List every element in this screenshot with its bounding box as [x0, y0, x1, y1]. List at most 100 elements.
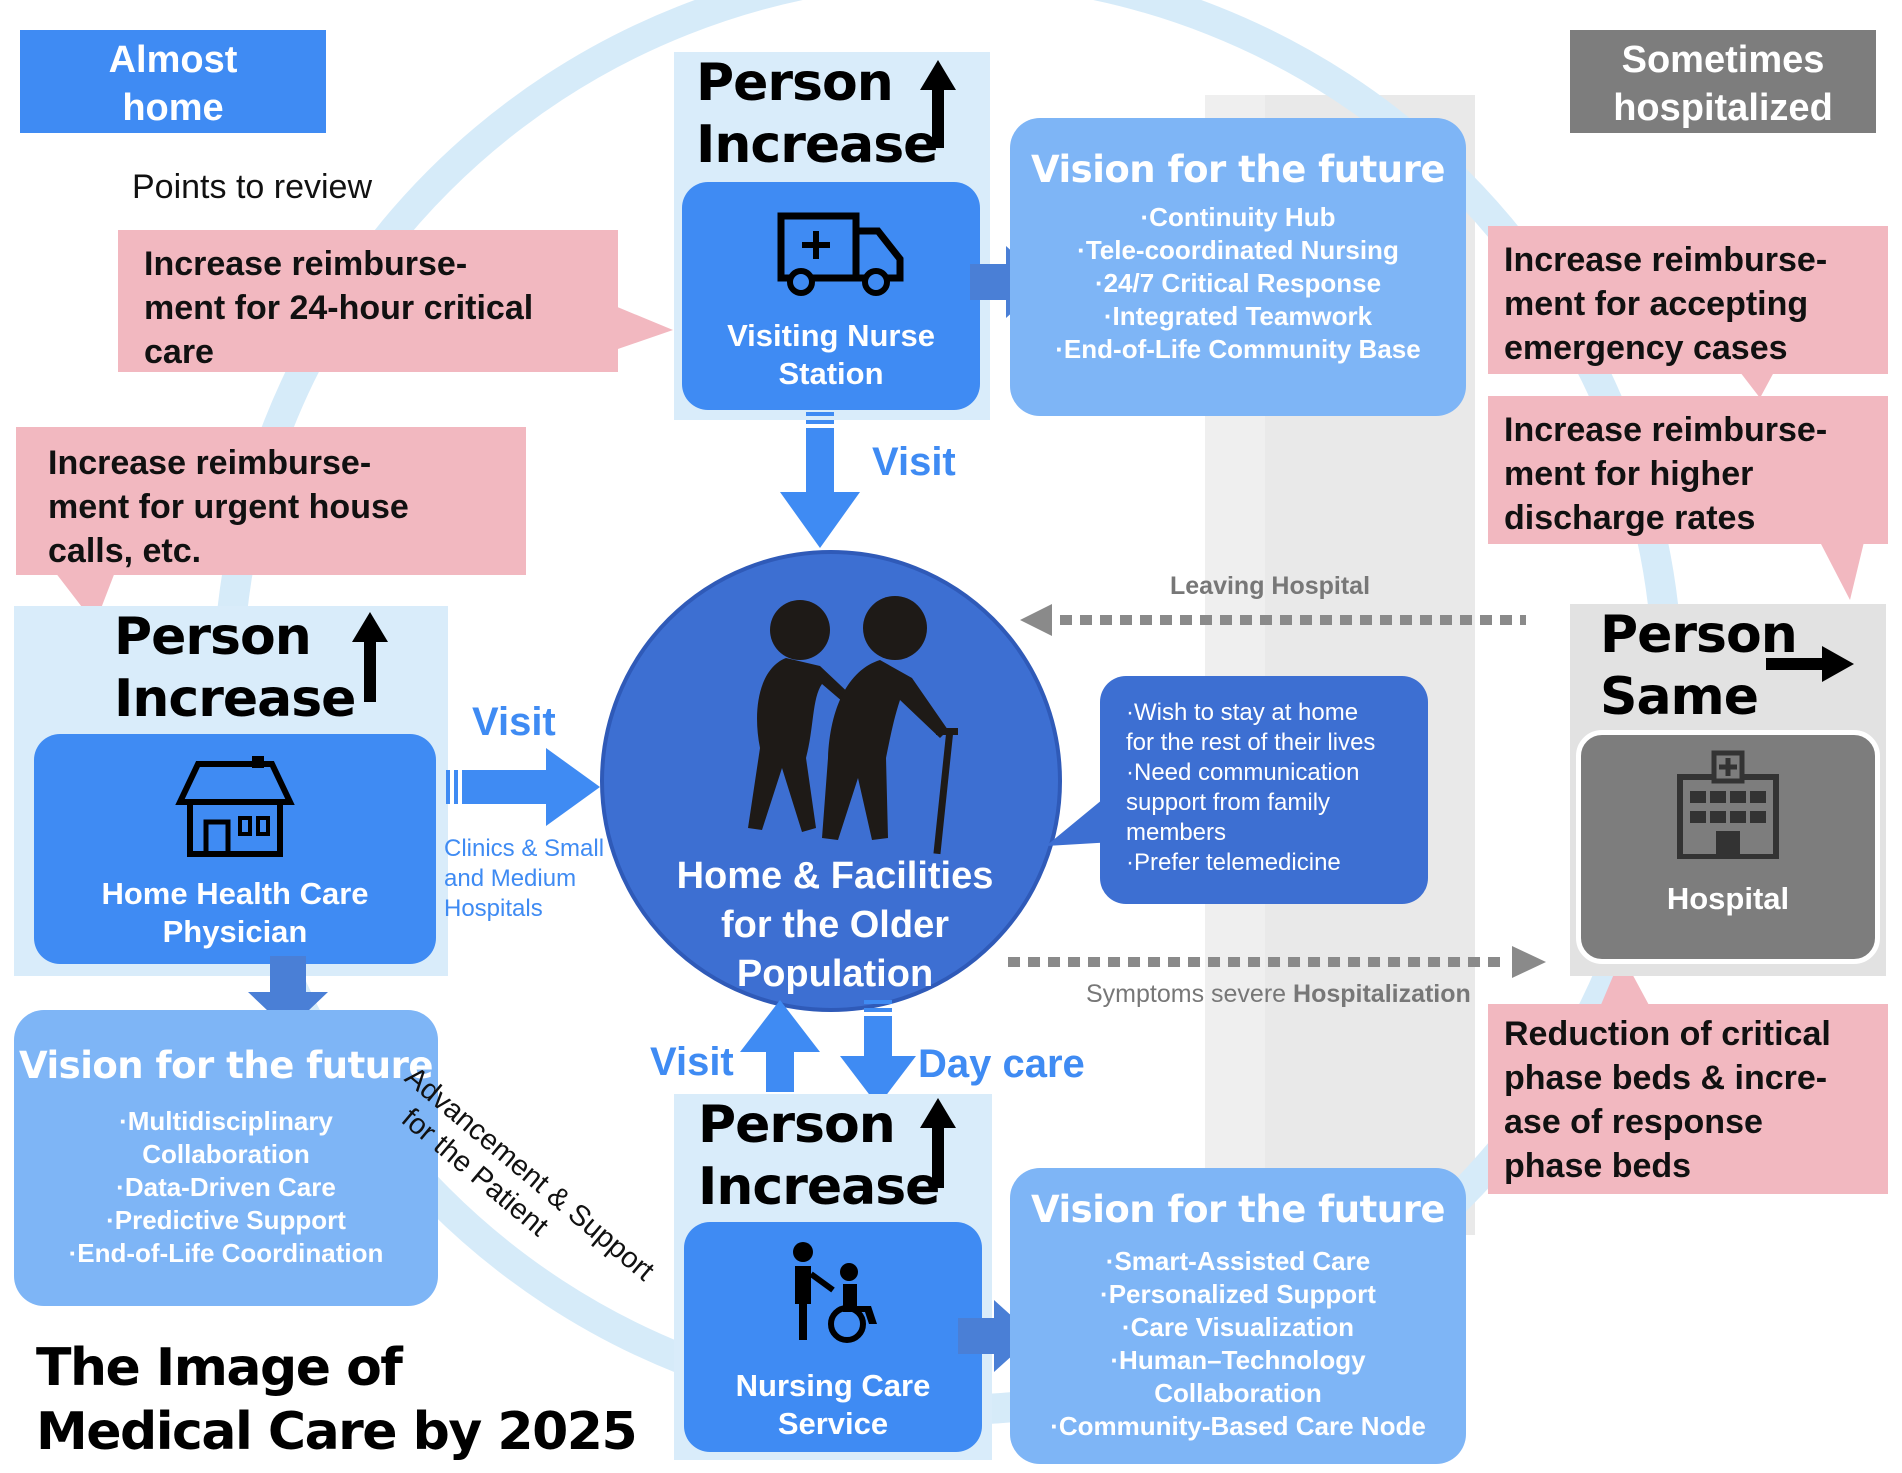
pink-note-24h-line2: ment for 24-hour critical — [144, 289, 534, 327]
physician-visit-arrow — [446, 748, 600, 826]
pink-note-beds-line2: phase beds & incre- — [1504, 1059, 1828, 1097]
almost-home-line2: home — [122, 87, 224, 129]
wheelchair-caregiver-icon — [793, 1242, 877, 1343]
title-line1: The Image of — [36, 1338, 403, 1398]
pink-note-house-line1: Increase reimburse- — [48, 444, 372, 482]
clinics-line1: Clinics & Small — [444, 835, 605, 862]
wishes-bubble-pointer — [1046, 790, 1114, 846]
physician-label-line1: Home Health Care — [101, 876, 369, 911]
pink-note-discharge: Increase reimburse- ment for higher disc… — [1488, 396, 1888, 544]
vision-nurse-item-3: ·24/7 Critical Response — [1094, 268, 1382, 298]
home-health-physician-card[interactable]: Home Health Care Physician — [34, 734, 436, 964]
sometimes-hospitalized-line2: hospitalized — [1613, 87, 1833, 129]
nurse-to-vision-arrow — [970, 246, 1046, 318]
pink-note-house-line3: calls, etc. — [48, 532, 202, 570]
vision-physician-item-3: ·Data-Driven Care — [116, 1172, 336, 1202]
vision-nursing-title: Vision for the future — [1031, 1188, 1445, 1231]
pink-note-24h-care: Increase reimburse- ment for 24-hour cri… — [118, 230, 618, 372]
hospital-building-icon — [1677, 750, 1779, 860]
nursing-care-service-card[interactable]: Nursing Care Service — [684, 1222, 982, 1452]
pink-note-beds-line3: ase of response — [1504, 1103, 1763, 1141]
wish-line2: for the rest of their lives — [1126, 729, 1376, 756]
vision-nursing-item-6: ·Community-Based Care Node — [1050, 1411, 1426, 1441]
pink-note-24h-pointer — [615, 306, 673, 350]
pink-note-emergency: Increase reimburse- ment for accepting e… — [1488, 226, 1888, 374]
clinics-line3: Hospitals — [444, 895, 543, 922]
vision-nurse-title: Vision for the future — [1031, 148, 1445, 191]
elderly-couple-icon — [748, 596, 958, 855]
leaving-hospital-label: Leaving Hospital — [1170, 572, 1371, 600]
nursing-person-label: Person — [698, 1095, 896, 1155]
wish-line3: ·Need communication — [1126, 759, 1360, 786]
symptoms-severe-text: Symptoms severe — [1086, 980, 1287, 1008]
vision-nurse-card: Vision for the future ·Continuity Hub ·T… — [1010, 118, 1466, 416]
pink-note-emergency-line3: emergency cases — [1504, 329, 1788, 367]
pink-note-discharge-line3: discharge rates — [1504, 499, 1756, 537]
vision-physician-item-4: ·Predictive Support — [106, 1205, 346, 1235]
physician-visit-label: Visit — [472, 700, 556, 744]
vision-physician-item-1: ·Multidisciplinary — [119, 1106, 333, 1136]
nursing-visit-up-arrow — [740, 1000, 820, 1100]
vision-physician-title: Vision for the future — [19, 1044, 433, 1087]
pink-note-discharge-line1: Increase reimburse- — [1504, 411, 1828, 449]
diagram-title: The Image of Medical Care by 2025 — [36, 1336, 638, 1464]
hospitalization-text: Hospitalization — [1293, 980, 1471, 1008]
nurse-increase-label: Increase — [696, 115, 938, 175]
pink-note-discharge-line2: ment for higher — [1504, 455, 1754, 493]
nursing-up-arrow-icon — [920, 1098, 956, 1188]
center-circle: Home & Facilities for the Older Populati… — [600, 550, 1062, 1012]
nursing-increase-label: Increase — [698, 1157, 940, 1217]
wish-line4: support from family — [1126, 789, 1331, 816]
hospital-card[interactable]: Hospital — [1576, 730, 1880, 964]
pink-note-beds-line4: phase beds — [1504, 1147, 1692, 1185]
wish-line5: members — [1126, 819, 1227, 846]
nurse-station-label-line2: Station — [778, 356, 884, 391]
pink-note-beds-line1: Reduction of critical — [1504, 1015, 1831, 1053]
nursing-label-line1: Nursing Care — [735, 1368, 931, 1403]
pink-note-24h-line3: care — [144, 333, 214, 371]
leaving-hospital-arrow — [1020, 604, 1526, 636]
center-line3: Population — [736, 953, 934, 995]
visiting-nurse-station-card[interactable]: Visiting Nurse Station — [682, 182, 980, 410]
vision-nursing-item-4: ·Human–Technology — [1110, 1345, 1366, 1375]
nursing-person-increase: Person Increase — [698, 1094, 940, 1218]
house-icon — [175, 756, 295, 857]
pink-note-24h-line1: Increase reimburse- — [144, 245, 468, 283]
nurse-station-label-line1: Visiting Nurse — [727, 318, 935, 353]
wish-line1: ·Wish to stay at home — [1126, 699, 1359, 726]
wishes-bubble: ·Wish to stay at home for the rest of th… — [1100, 676, 1428, 904]
vision-nurse-item-5: ·End-of-Life Community Base — [1055, 334, 1421, 364]
day-care-down-arrow — [840, 1000, 916, 1106]
vision-physician-card: Vision for the future ·Multidisciplinary… — [14, 1010, 438, 1306]
physician-to-vision-arrow — [248, 956, 328, 1030]
hospital-same-label: Same — [1600, 667, 1759, 727]
clinics-line2: and Medium — [444, 865, 577, 892]
physician-increase-label: Increase — [114, 669, 356, 729]
clinics-label: Clinics & Small and Medium Hospitals — [444, 834, 604, 924]
pink-note-discharge-pointer — [1820, 542, 1864, 600]
nurse-visit-arrow — [780, 412, 860, 548]
nurse-visit-label: Visit — [872, 440, 956, 484]
physician-up-arrow-icon — [352, 612, 388, 702]
almost-home-line1: Almost — [108, 39, 238, 81]
nursing-visit-label: Visit — [650, 1040, 734, 1084]
vision-nurse-item-1: ·Continuity Hub — [1140, 202, 1336, 232]
ambulance-icon — [777, 212, 904, 296]
vision-physician-item-2: Collaboration — [142, 1139, 310, 1169]
pink-note-house-calls: Increase reimburse- ment for urgent hous… — [16, 427, 526, 575]
vision-nursing-item-5: Collaboration — [1154, 1378, 1322, 1408]
vision-nursing-item-2: ·Personalized Support — [1100, 1279, 1376, 1309]
nurse-person-increase: Person Increase — [696, 52, 938, 176]
center-line1: Home & Facilities — [676, 855, 994, 897]
pink-note-beds-pointer — [1600, 955, 1650, 1007]
pink-note-house-line2: ment for urgent house — [48, 488, 409, 526]
hospitalization-arrow — [1008, 946, 1546, 978]
wish-line6: ·Prefer telemedicine — [1126, 849, 1341, 876]
hospital-person-label: Person — [1600, 605, 1798, 665]
center-label: Home & Facilities for the Older Populati… — [604, 852, 1066, 999]
vision-nurse-item-2: ·Tele-coordinated Nursing — [1077, 235, 1399, 265]
vision-nursing-item-3: ·Care Visualization — [1121, 1312, 1355, 1342]
vision-nursing-item-1: ·Smart-Assisted Care — [1105, 1246, 1371, 1276]
sometimes-hospitalized-line1: Sometimes — [1621, 39, 1825, 81]
points-to-review-label: Points to review — [132, 168, 372, 206]
